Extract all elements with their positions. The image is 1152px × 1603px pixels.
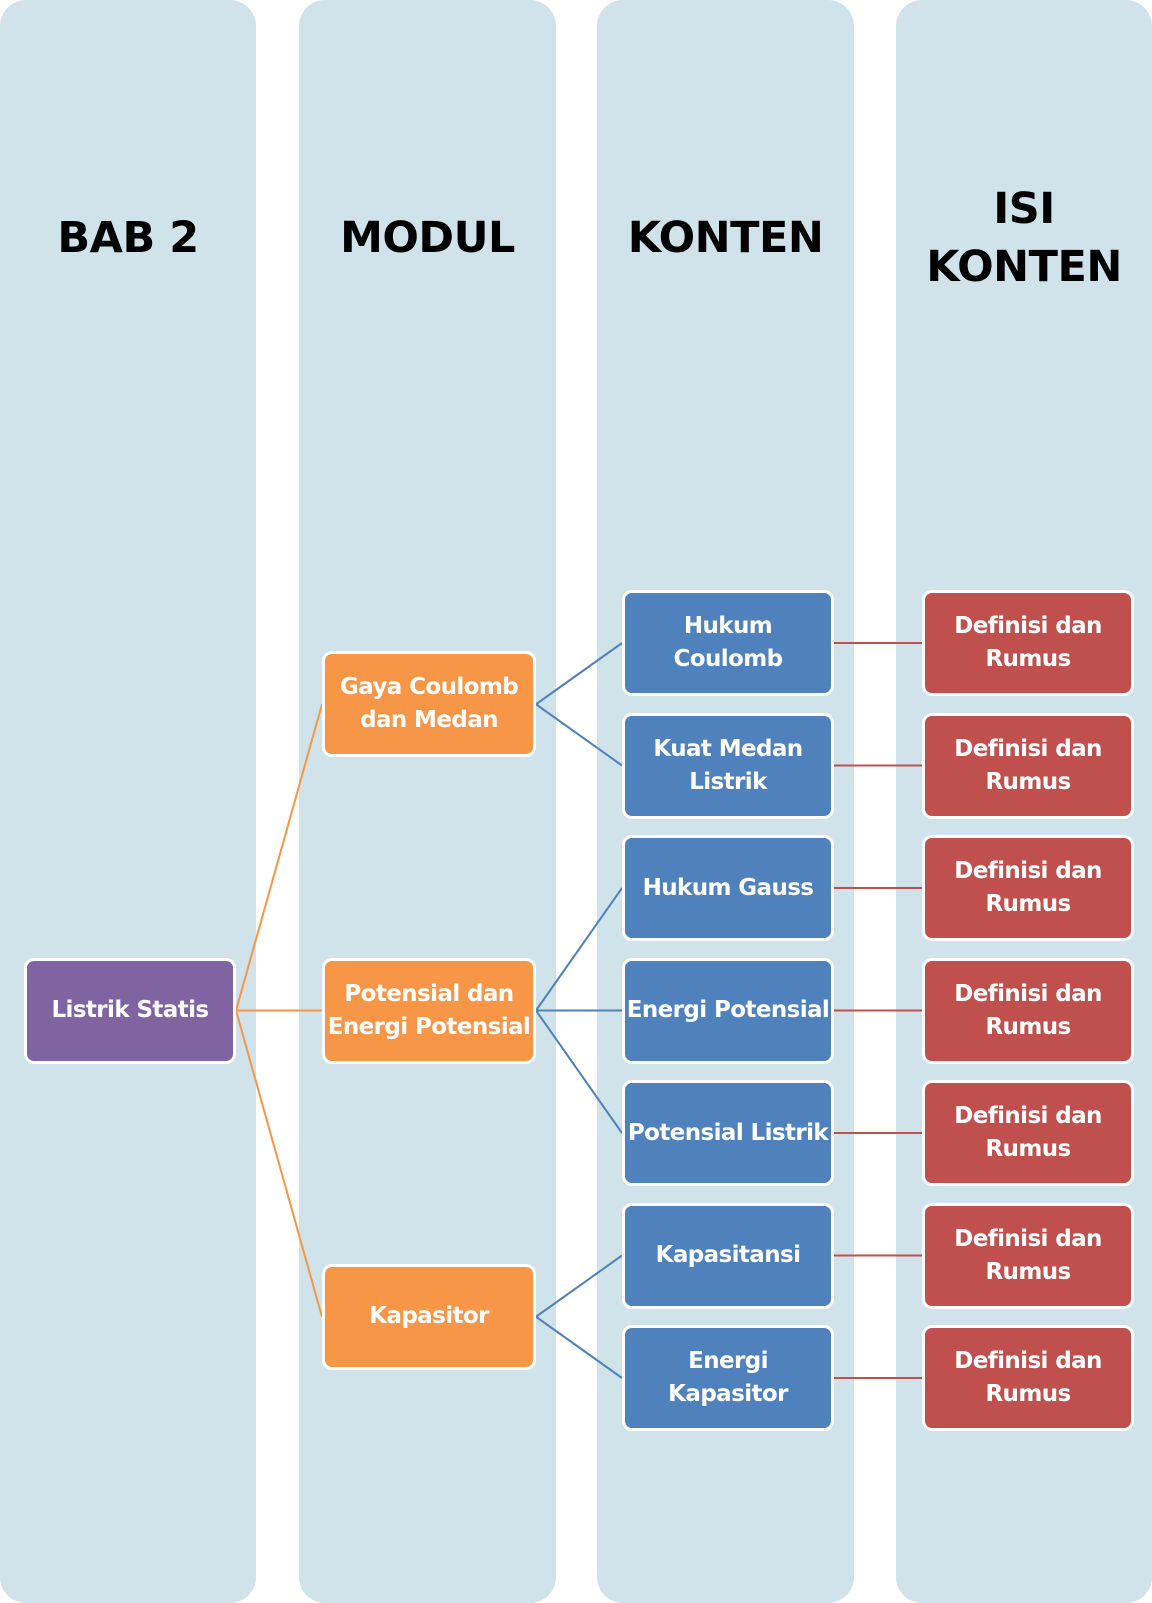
root-to-modul-link — [235, 1010, 323, 1318]
modul-node[interactable]: Kapasitor — [322, 1263, 536, 1370]
modul-to-konten-link — [535, 1009, 623, 1134]
modul-to-konten-link — [535, 1315, 623, 1379]
konten-node[interactable]: Energi Potensial — [622, 957, 834, 1064]
column-bab: BAB 2 — [0, 0, 256, 1603]
root-node[interactable]: Listrik Statis — [24, 957, 236, 1064]
modul-node[interactable]: Gaya Coulomb dan Medan — [322, 651, 536, 758]
konten-node[interactable]: Hukum Gauss — [622, 835, 834, 941]
column-title-modul: MODUL — [340, 213, 515, 263]
modul-to-konten-link — [535, 642, 623, 706]
konten-node[interactable]: Potensial Listrik — [622, 1080, 834, 1186]
isi-konten-node[interactable]: Definisi dan Rumus — [922, 1080, 1134, 1186]
isi-konten-node[interactable]: Definisi dan Rumus — [922, 957, 1134, 1064]
isi-konten-node[interactable]: Definisi dan Rumus — [922, 1202, 1134, 1309]
modul-to-konten-link — [535, 703, 623, 767]
column-title-isi-konten: ISI KONTEN — [926, 184, 1122, 292]
modul-node[interactable]: Potensial dan Energi Potensial — [322, 957, 536, 1064]
root-to-modul-link — [235, 703, 323, 1011]
modul-to-konten-link — [535, 887, 623, 1012]
konten-node[interactable]: Kapasitansi — [622, 1202, 834, 1309]
modul-to-konten-link — [535, 1254, 623, 1318]
column-title-konten: KONTEN — [627, 213, 824, 263]
isi-konten-node[interactable]: Definisi dan Rumus — [922, 590, 1134, 696]
konten-node[interactable]: Hukum Coulomb — [622, 590, 834, 696]
column-title-bab: BAB 2 — [57, 213, 199, 263]
isi-konten-node[interactable]: Definisi dan Rumus — [922, 712, 1134, 819]
isi-konten-node[interactable]: Definisi dan Rumus — [922, 835, 1134, 941]
isi-konten-node[interactable]: Definisi dan Rumus — [922, 1325, 1134, 1431]
konten-node[interactable]: Kuat Medan Listrik — [622, 712, 834, 819]
konten-node[interactable]: Energi Kapasitor — [622, 1325, 834, 1431]
